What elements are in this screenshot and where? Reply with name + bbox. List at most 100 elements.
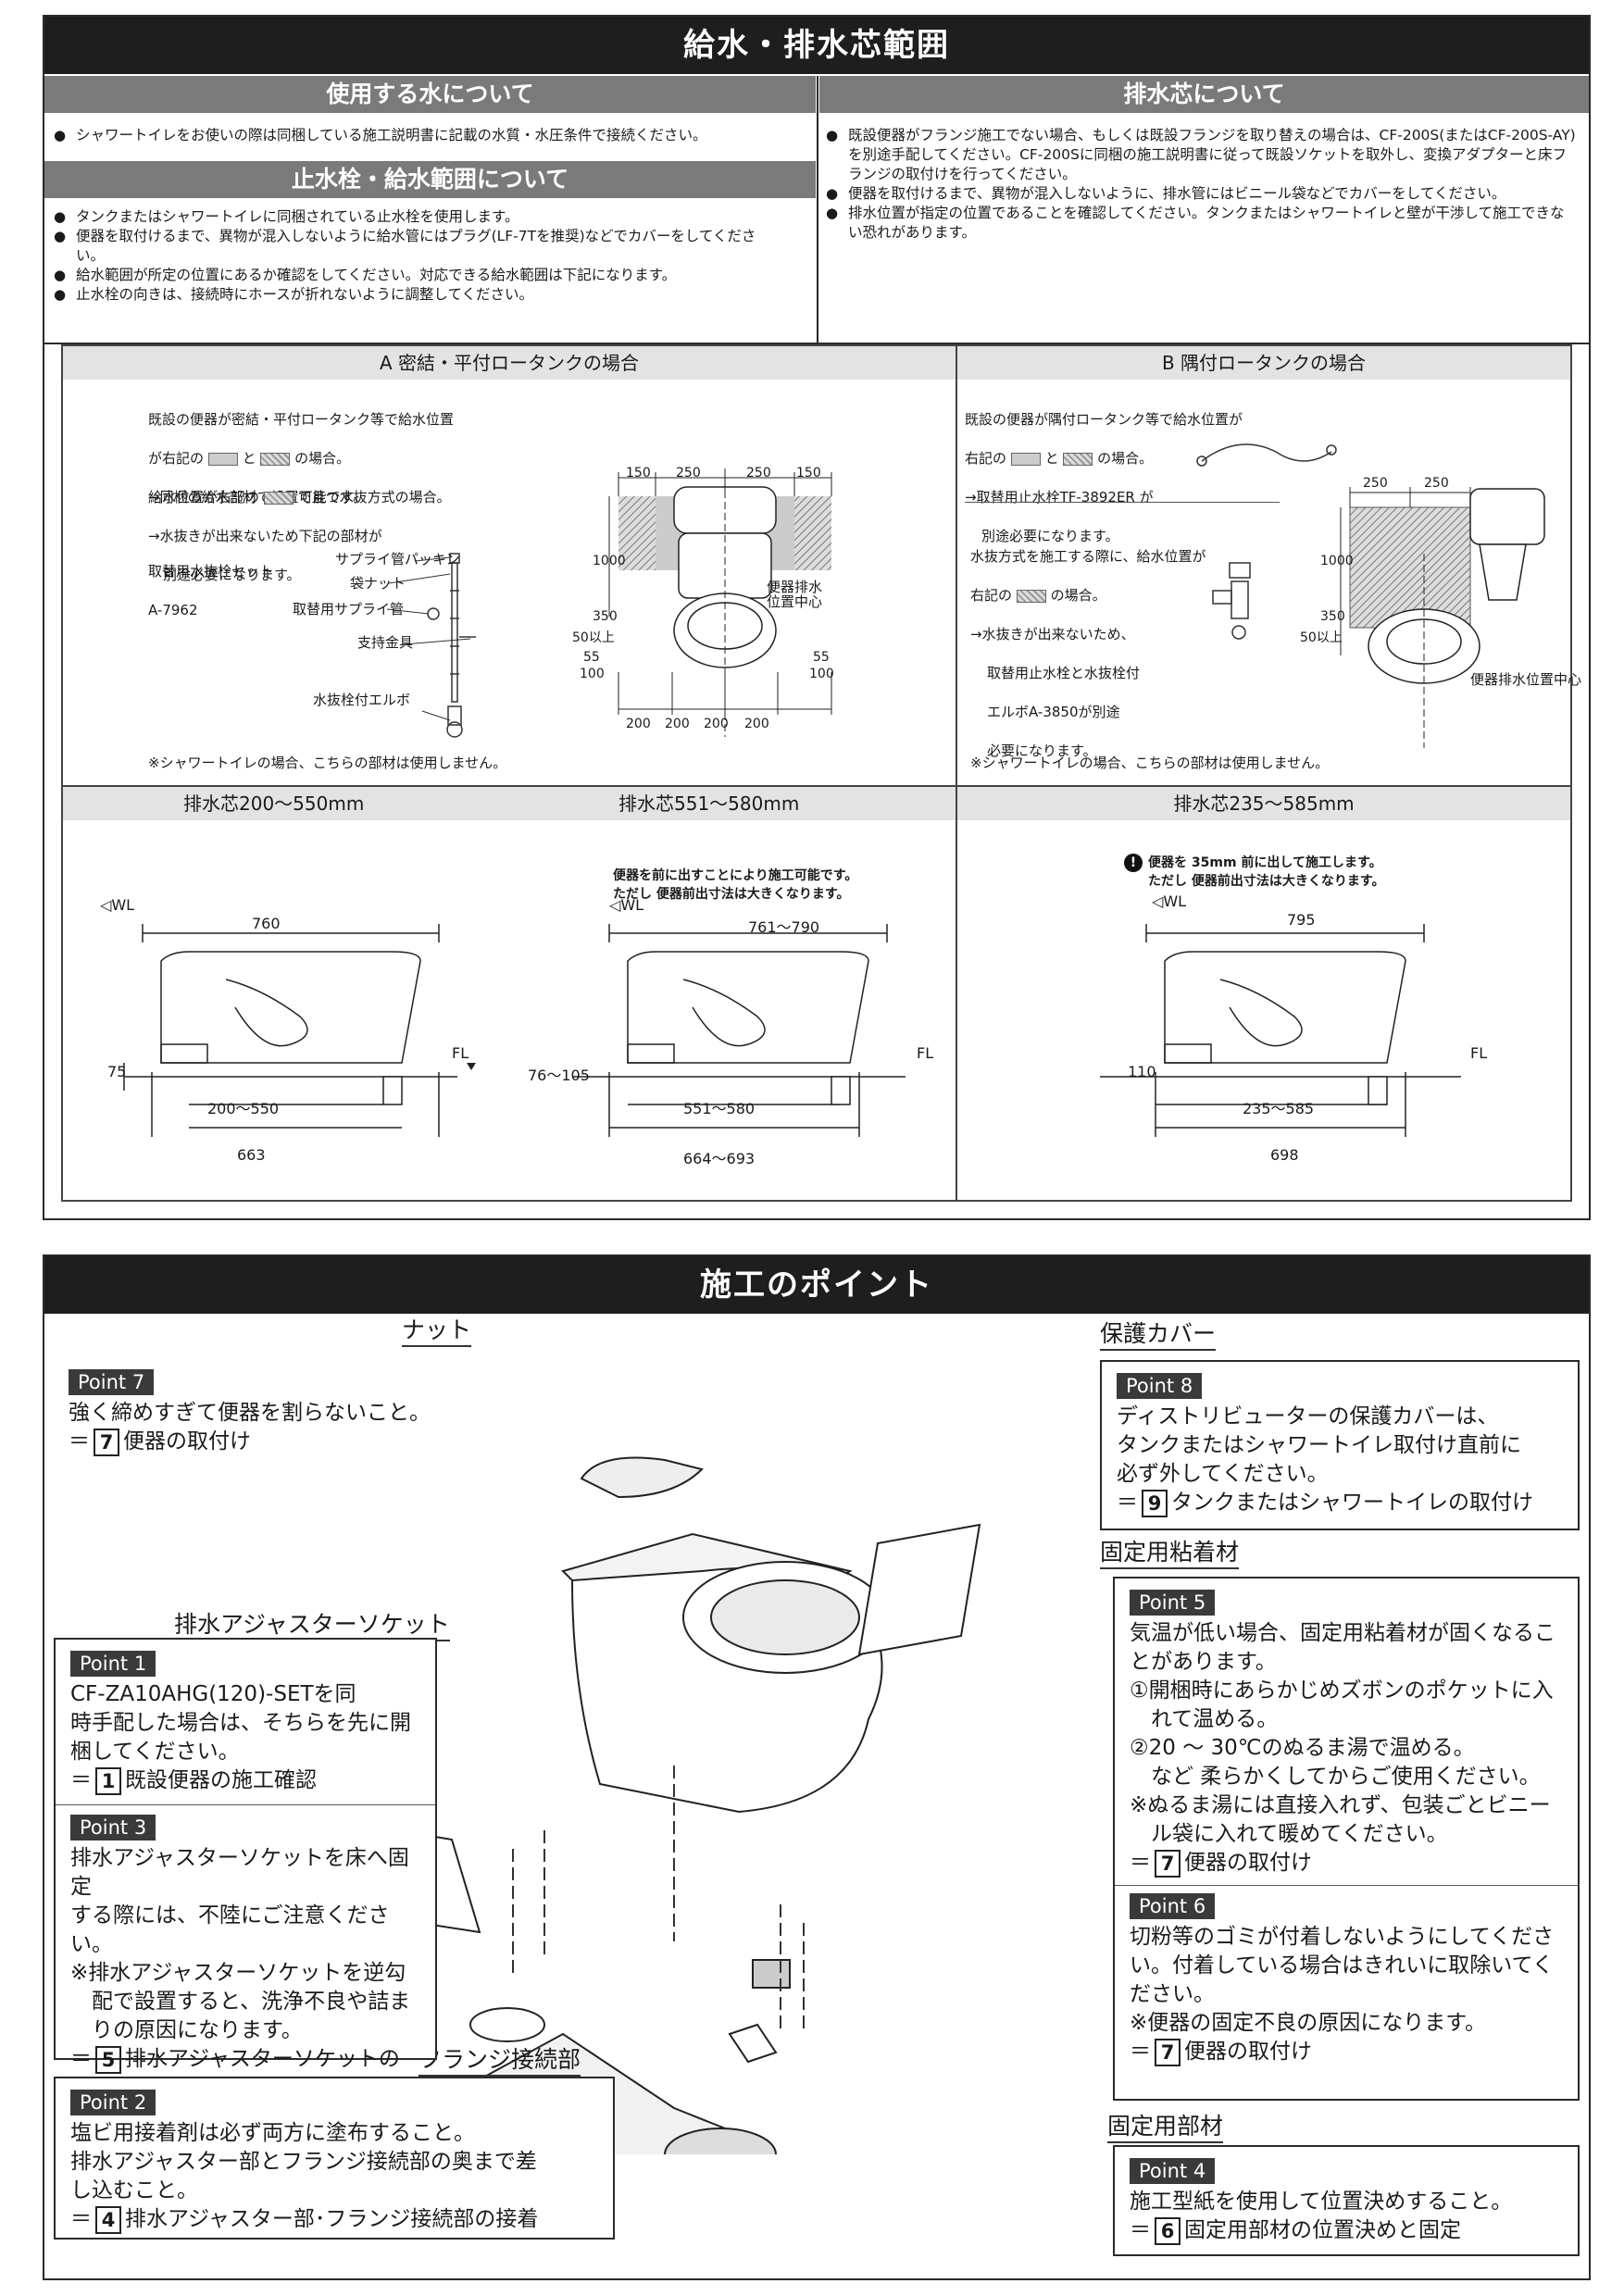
point-text: 切粉等のゴミが付着しないようにしてくださ い。付着している場合はきれいに取除いて…: [1130, 1925, 1555, 2035]
dim-label: 250: [676, 466, 701, 480]
warning-icon: !: [1124, 854, 1143, 872]
wl-label: ◁WL: [100, 896, 135, 914]
part-label: 取替用サプライ管: [293, 601, 405, 618]
table-b-footnote: ※シャワートイレの場合、こちらの部材は使用しません。: [970, 755, 1330, 771]
point-tag: Point 8: [1117, 1373, 1203, 1399]
wl-label: ◁WL: [609, 896, 644, 914]
hatched-swatch: [260, 452, 291, 466]
dim-top: 761～790: [748, 918, 820, 936]
drain-center-label: 便器排水位置中心: [1470, 671, 1582, 688]
fl-label: FL: [917, 1044, 934, 1062]
dim-left: 110: [1128, 1063, 1156, 1080]
dim-total: 664～693: [683, 1150, 756, 1167]
dim-total: 663: [237, 1146, 266, 1164]
flange-label: フランジ接続部: [418, 2041, 581, 2077]
table-a-footnote: ※シャワートイレの場合、こちらの部材は使用しません。: [148, 755, 507, 771]
dim-label: 200: [665, 717, 690, 731]
stopcock-bullets: タンクまたはシャワートイレに同梱されている止水栓を使用します。 便器を取付けるま…: [54, 207, 776, 305]
dim-label: 200: [704, 717, 729, 731]
dim-label: 250: [746, 466, 771, 480]
fl-label: FL: [1470, 1044, 1488, 1062]
point-tag: Point 4: [1130, 2158, 1216, 2184]
adhesive-label: 固定用粘着材: [1100, 1534, 1240, 1569]
water-heading: 使用する水について: [44, 76, 816, 113]
col2-note: 便器を前に出すことにより施工可能です。 ただし 便器前出寸法は大きくなります。: [613, 868, 858, 902]
gray-swatch: [207, 452, 238, 466]
col1-header: 排水芯200～550mm: [183, 792, 365, 815]
dim-label: 100: [580, 667, 605, 681]
dim-label: 150: [796, 466, 821, 480]
dim-label: 350: [593, 609, 618, 624]
table-b-corner-drawing: [1340, 487, 1545, 748]
nut-label: ナット: [402, 1312, 472, 1347]
part-label: 袋ナット: [350, 575, 406, 592]
table-b-text1: 既設の便器が隅付ロータンク等で給水位置が 右記の と の場合。 →取替用止水栓T…: [965, 411, 1243, 544]
bullet: 給水範囲が所定の位置にあるか確認をしてください。対応できる給水範囲は下記になりま…: [54, 266, 776, 285]
dim-label: 150: [626, 466, 651, 480]
point-text: 排水アジャスターソケットを床へ固定 する際には、不陸にご注意ください。 ※排水ア…: [70, 1846, 411, 2042]
bullet: 便器を取付けるまで、異物が混入しないように、排水管にはビニール袋などでカバーをし…: [826, 184, 1576, 204]
bullet: 便器を取付けるまで、異物が混入しないように給水管にはプラグ(LF-7Tを推奨)な…: [54, 227, 776, 266]
kit-label: 取替用水抜栓セット A-7962: [148, 563, 274, 618]
dim-label: 55: [813, 650, 830, 665]
cover-label: 保護カバー: [1100, 1316, 1217, 1351]
part-label: 水抜栓付エルボ: [313, 692, 411, 708]
part-label: 支持金具: [357, 634, 414, 651]
point-tag: Point 3: [70, 1815, 156, 1841]
point-tag: Point 6: [1130, 1893, 1216, 1919]
drain-range-header-a: 排水芯200～550mm 排水芯551～580mm: [61, 785, 957, 822]
exploded-toilet-diagram: [396, 1456, 981, 2154]
dim-range: 200～550: [207, 1100, 280, 1117]
table-a-text2: 給水位置が右記の で且つ水抜方式の場合。 →水抜きが出来ないため下記の部材が 別…: [148, 489, 451, 583]
part-label: サプライ管パッキン: [335, 551, 460, 568]
side-view-1: [123, 924, 476, 1137]
dim-label: 1000: [593, 554, 626, 568]
point-tag: Point 7: [69, 1369, 155, 1395]
drain-center-label: 便器排水 位置中心: [767, 579, 823, 610]
hatched-swatch: [263, 491, 294, 505]
side-view-2: [572, 924, 906, 1137]
point-text: 気温が低い場合、固定用粘着材が固くなるこ とがあります。 ①開梱時にあらかじめズ…: [1130, 1621, 1555, 1846]
drain-range-cell-b: [956, 820, 1572, 1202]
point-8-box: Point 8 ディストリビューターの保護カバーは、 タンクまたはシャワートイレ…: [1100, 1360, 1580, 1530]
point-text: 施工型紙を使用して位置決めすること。: [1130, 2190, 1513, 2214]
point-tag: Point 5: [1130, 1590, 1216, 1616]
dim-top: 795: [1287, 911, 1316, 929]
wl-label: ◁WL: [1152, 892, 1187, 910]
dim-label: 1000: [1320, 554, 1354, 568]
col3-header: 排水芯235～585mm: [956, 785, 1572, 822]
point-text: CF-ZA10AHG(120)-SETを同 時手配した場合は、そちらを先に開 梱…: [70, 1682, 411, 1764]
dim-top: 760: [252, 915, 281, 932]
stopcock-heading: 止水栓・給水範囲について: [44, 161, 816, 198]
hatched-swatch: [1016, 589, 1046, 603]
fixing-label: 固定用部材: [1107, 2108, 1224, 2143]
drain-bullets: 既設便器がフランジ施工でない場合、もしくは既設フランジを取り替えの場合は、CF-…: [826, 126, 1576, 243]
stopcock-kit-diagram: [386, 553, 476, 738]
point-2-box: Point 2 塩ビ用接着剤は必ず両方に塗布すること。 排水アジャスター部とフラ…: [54, 2077, 615, 2240]
dim-total: 698: [1270, 1146, 1299, 1164]
divider: [817, 76, 818, 344]
divider: [965, 502, 1280, 503]
supply-drain-section: 給水・排水芯範囲 使用する水について 排水芯について シャワートイレをお使いの際…: [43, 15, 1591, 1220]
table-b-parts-drawing: [1196, 443, 1337, 640]
dim-label: 200: [626, 717, 651, 731]
col3-note: !便器を 35mm 前に出して施工します。 ただし 便器前出寸法は大きくなります…: [1124, 854, 1384, 891]
table-b-header: B 隅付ロータンクの場合: [956, 344, 1572, 381]
point-tag: Point 1: [70, 1651, 156, 1677]
water-bullets: シャワートイレをお使いの際は同梱している施工説明書に記載の水質・水圧条件で接続く…: [54, 126, 804, 145]
dim-label: 50以上: [572, 630, 615, 645]
side-view-3: [1100, 924, 1461, 1137]
divider: [44, 343, 1589, 344]
bullet: シャワートイレをお使いの際は同梱している施工説明書に記載の水質・水圧条件で接続く…: [54, 126, 804, 145]
point-text: 塩ビ用接着剤は必ず両方に塗布すること。 排水アジャスター部とフランジ接続部の奥ま…: [70, 2121, 537, 2202]
section-title: 施工のポイント: [44, 1256, 1589, 1314]
gray-swatch: [1010, 452, 1041, 466]
section-title: 給水・排水芯範囲: [44, 17, 1589, 74]
dim-label: 50以上: [1300, 630, 1343, 645]
